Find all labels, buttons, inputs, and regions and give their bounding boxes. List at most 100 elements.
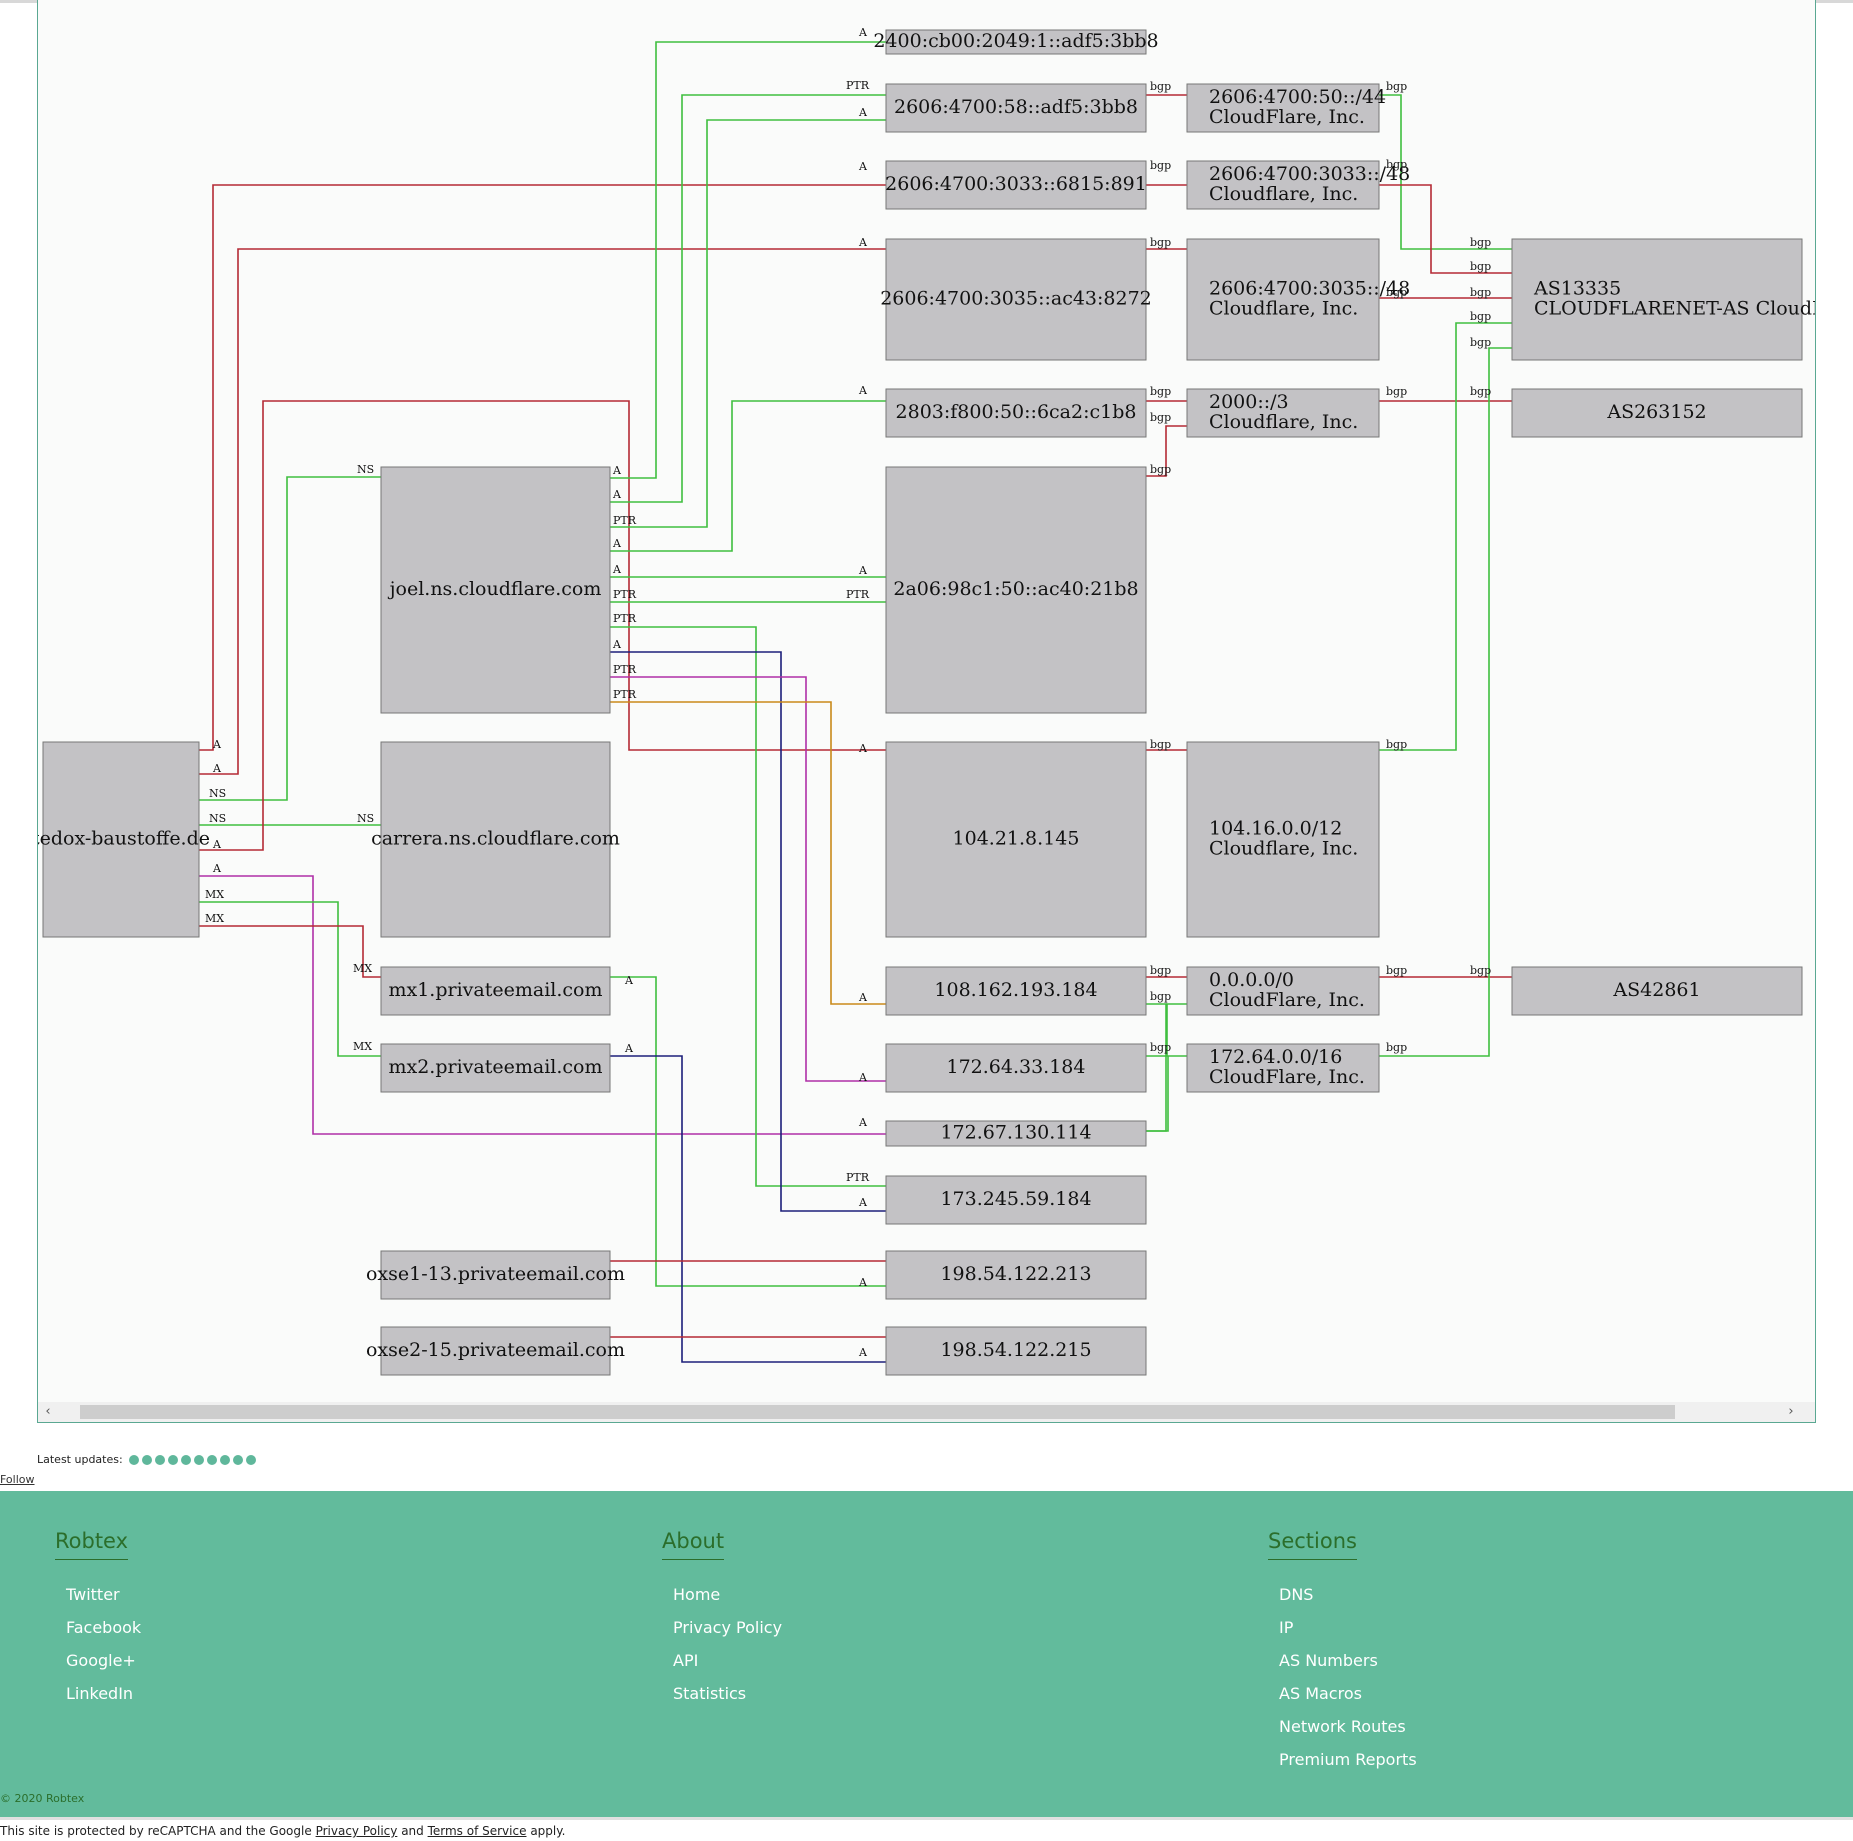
edge-label: PTR xyxy=(846,1171,870,1184)
update-dot[interactable] xyxy=(219,1454,230,1465)
node-box xyxy=(885,1250,1147,1300)
edge-tedox-a-3033 xyxy=(199,184,886,751)
recaptcha-text: and xyxy=(401,1824,424,1838)
footer-link-statistics[interactable]: Statistics xyxy=(673,1684,747,1703)
graph-node-172_67[interactable]: 172.67.130.114 xyxy=(885,1120,1147,1147)
edge-label: bgp xyxy=(1386,80,1407,93)
footer-link-googleplus[interactable]: Google+ xyxy=(66,1651,136,1670)
graph-node-2606_58[interactable]: 2606:4700:58::adf5:3bb8 xyxy=(885,83,1147,133)
update-dot[interactable] xyxy=(128,1454,139,1465)
update-dot[interactable] xyxy=(180,1454,191,1465)
graph-node-oxse2[interactable]: oxse2-15.privateemail.com xyxy=(366,1326,625,1376)
graph-node-198_215[interactable]: 198.54.122.215 xyxy=(885,1326,1147,1376)
footer-link-as-macros[interactable]: AS Macros xyxy=(1279,1684,1362,1703)
edge-bgp xyxy=(1379,322,1512,751)
update-dot[interactable] xyxy=(206,1454,217,1465)
graph-node-108[interactable]: 108.162.193.184 xyxy=(885,966,1147,1016)
edge-label: A xyxy=(612,464,622,477)
graph-node-198_213[interactable]: 198.54.122.213 xyxy=(885,1250,1147,1300)
node-label: 104.21.8.145 xyxy=(953,828,1080,850)
footer-link-home[interactable]: Home xyxy=(673,1585,721,1604)
graph-node-tedox[interactable]: tedox-baustoffe.de xyxy=(38,741,210,938)
graph-node-joel[interactable]: joel.ns.cloudflare.com xyxy=(380,466,611,714)
follow-link[interactable]: Follow xyxy=(0,1473,35,1486)
footer-link-linkedin[interactable]: LinkedIn xyxy=(66,1684,134,1703)
graph-node-oxse1[interactable]: oxse1-13.privateemail.com xyxy=(366,1250,625,1300)
edge-label: bgp xyxy=(1470,286,1491,299)
footer-link-as-numbers[interactable]: AS Numbers xyxy=(1279,1651,1378,1670)
graph-node-173[interactable]: 173.245.59.184 xyxy=(885,1175,1147,1225)
graph-node-2606_3035_ip[interactable]: 2606:4700:3035::ac43:8272 xyxy=(880,238,1152,361)
edge-label: A xyxy=(624,1042,634,1055)
horizontal-scroll-thumb[interactable] xyxy=(80,1405,1675,1419)
update-dot[interactable] xyxy=(154,1454,165,1465)
footer-link-privacy-policy[interactable]: Privacy Policy xyxy=(673,1618,783,1637)
graph-node-2803[interactable]: 2803:f800:50::6ca2:c1b8 xyxy=(885,388,1147,438)
footer-link-ip[interactable]: IP xyxy=(1279,1618,1294,1637)
graph-node-mx1[interactable]: mx1.privateemail.com xyxy=(380,966,611,1016)
update-dot[interactable] xyxy=(141,1454,152,1465)
dns-graph[interactable]: APTRAAAAPTRAAAPTRAANSNSAANSNSAAMXMXMXMXA… xyxy=(38,0,1816,1402)
node-label: 2606:4700:50::/44 xyxy=(1209,86,1386,108)
node-label: carrera.ns.cloudflare.com xyxy=(371,828,620,850)
scroll-left-arrow-icon[interactable]: ‹ xyxy=(45,1404,51,1419)
footer-link-premium-reports[interactable]: Premium Reports xyxy=(1279,1750,1417,1769)
edge-joel-a-2606-58 xyxy=(610,119,886,528)
edge-label: A xyxy=(612,638,622,651)
footer-link-facebook[interactable]: Facebook xyxy=(66,1618,142,1637)
graph-node-2606_3033_ip[interactable]: 2606:4700:3033::6815:891 xyxy=(885,160,1147,210)
edge-label: A xyxy=(212,862,222,875)
footer-link-api[interactable]: API xyxy=(673,1651,699,1670)
edge-joel-a-2803 xyxy=(610,400,886,552)
footer-link-network-routes[interactable]: Network Routes xyxy=(1279,1717,1406,1736)
update-dot[interactable] xyxy=(193,1454,204,1465)
edge-mx2-a-198-215 xyxy=(610,1055,886,1363)
node-box xyxy=(885,1120,1147,1147)
update-dot[interactable] xyxy=(167,1454,178,1465)
google-terms-link[interactable]: Terms of Service xyxy=(427,1824,527,1838)
edge-label: A xyxy=(212,838,222,851)
graph-node-carrera[interactable]: carrera.ns.cloudflare.com xyxy=(371,741,620,938)
node-label: 2606:4700:3035::ac43:8272 xyxy=(880,288,1152,310)
node-label: 104.16.0.0/12 xyxy=(1209,818,1342,840)
graph-node-mx2[interactable]: mx2.privateemail.com xyxy=(380,1043,611,1093)
update-dot[interactable] xyxy=(232,1454,243,1465)
graph-node-2a06[interactable]: 2a06:98c1:50::ac40:21b8 xyxy=(885,466,1147,714)
edge-label: bgp xyxy=(1386,1041,1407,1054)
edge-tedox-ns-joel xyxy=(199,476,381,801)
graph-node-172_64_33[interactable]: 172.64.33.184 xyxy=(885,1043,1147,1093)
scroll-right-arrow-icon[interactable]: › xyxy=(1788,1404,1794,1419)
graph-node-as263152[interactable]: AS263152 xyxy=(1511,388,1803,438)
edge-label: NS xyxy=(357,812,374,825)
node-label: 172.64.33.184 xyxy=(946,1056,1085,1078)
graph-node-2400[interactable]: 2400:cb00:2049:1::adf5:3bb8 xyxy=(873,29,1159,55)
footer-link-dns[interactable]: DNS xyxy=(1279,1585,1314,1604)
edge-bgp xyxy=(1379,347,1512,1057)
recaptcha-text: This site is protected by reCAPTCHA and … xyxy=(0,1824,312,1838)
node-box xyxy=(42,741,200,938)
update-dots[interactable] xyxy=(128,1454,256,1465)
edge-tedox-a-3035 xyxy=(199,248,886,775)
graph-node-as42861[interactable]: AS42861 xyxy=(1511,966,1803,1016)
horizontal-scrollbar[interactable]: ‹ › xyxy=(38,1402,1815,1422)
google-privacy-policy-link[interactable]: Privacy Policy xyxy=(315,1824,398,1838)
edge-label: bgp xyxy=(1150,964,1171,977)
graph-node-104_21[interactable]: 104.21.8.145 xyxy=(885,741,1147,938)
edge-label: bgp xyxy=(1150,159,1171,172)
edge-label: bgp xyxy=(1386,385,1407,398)
update-dot[interactable] xyxy=(245,1454,256,1465)
node-box xyxy=(1511,388,1803,438)
footer-divider xyxy=(0,1817,1853,1820)
edge-label: bgp xyxy=(1386,964,1407,977)
footer-link-twitter[interactable]: Twitter xyxy=(66,1585,120,1604)
footer-column-about: About Home Privacy Policy API Statistics xyxy=(662,1529,782,1710)
